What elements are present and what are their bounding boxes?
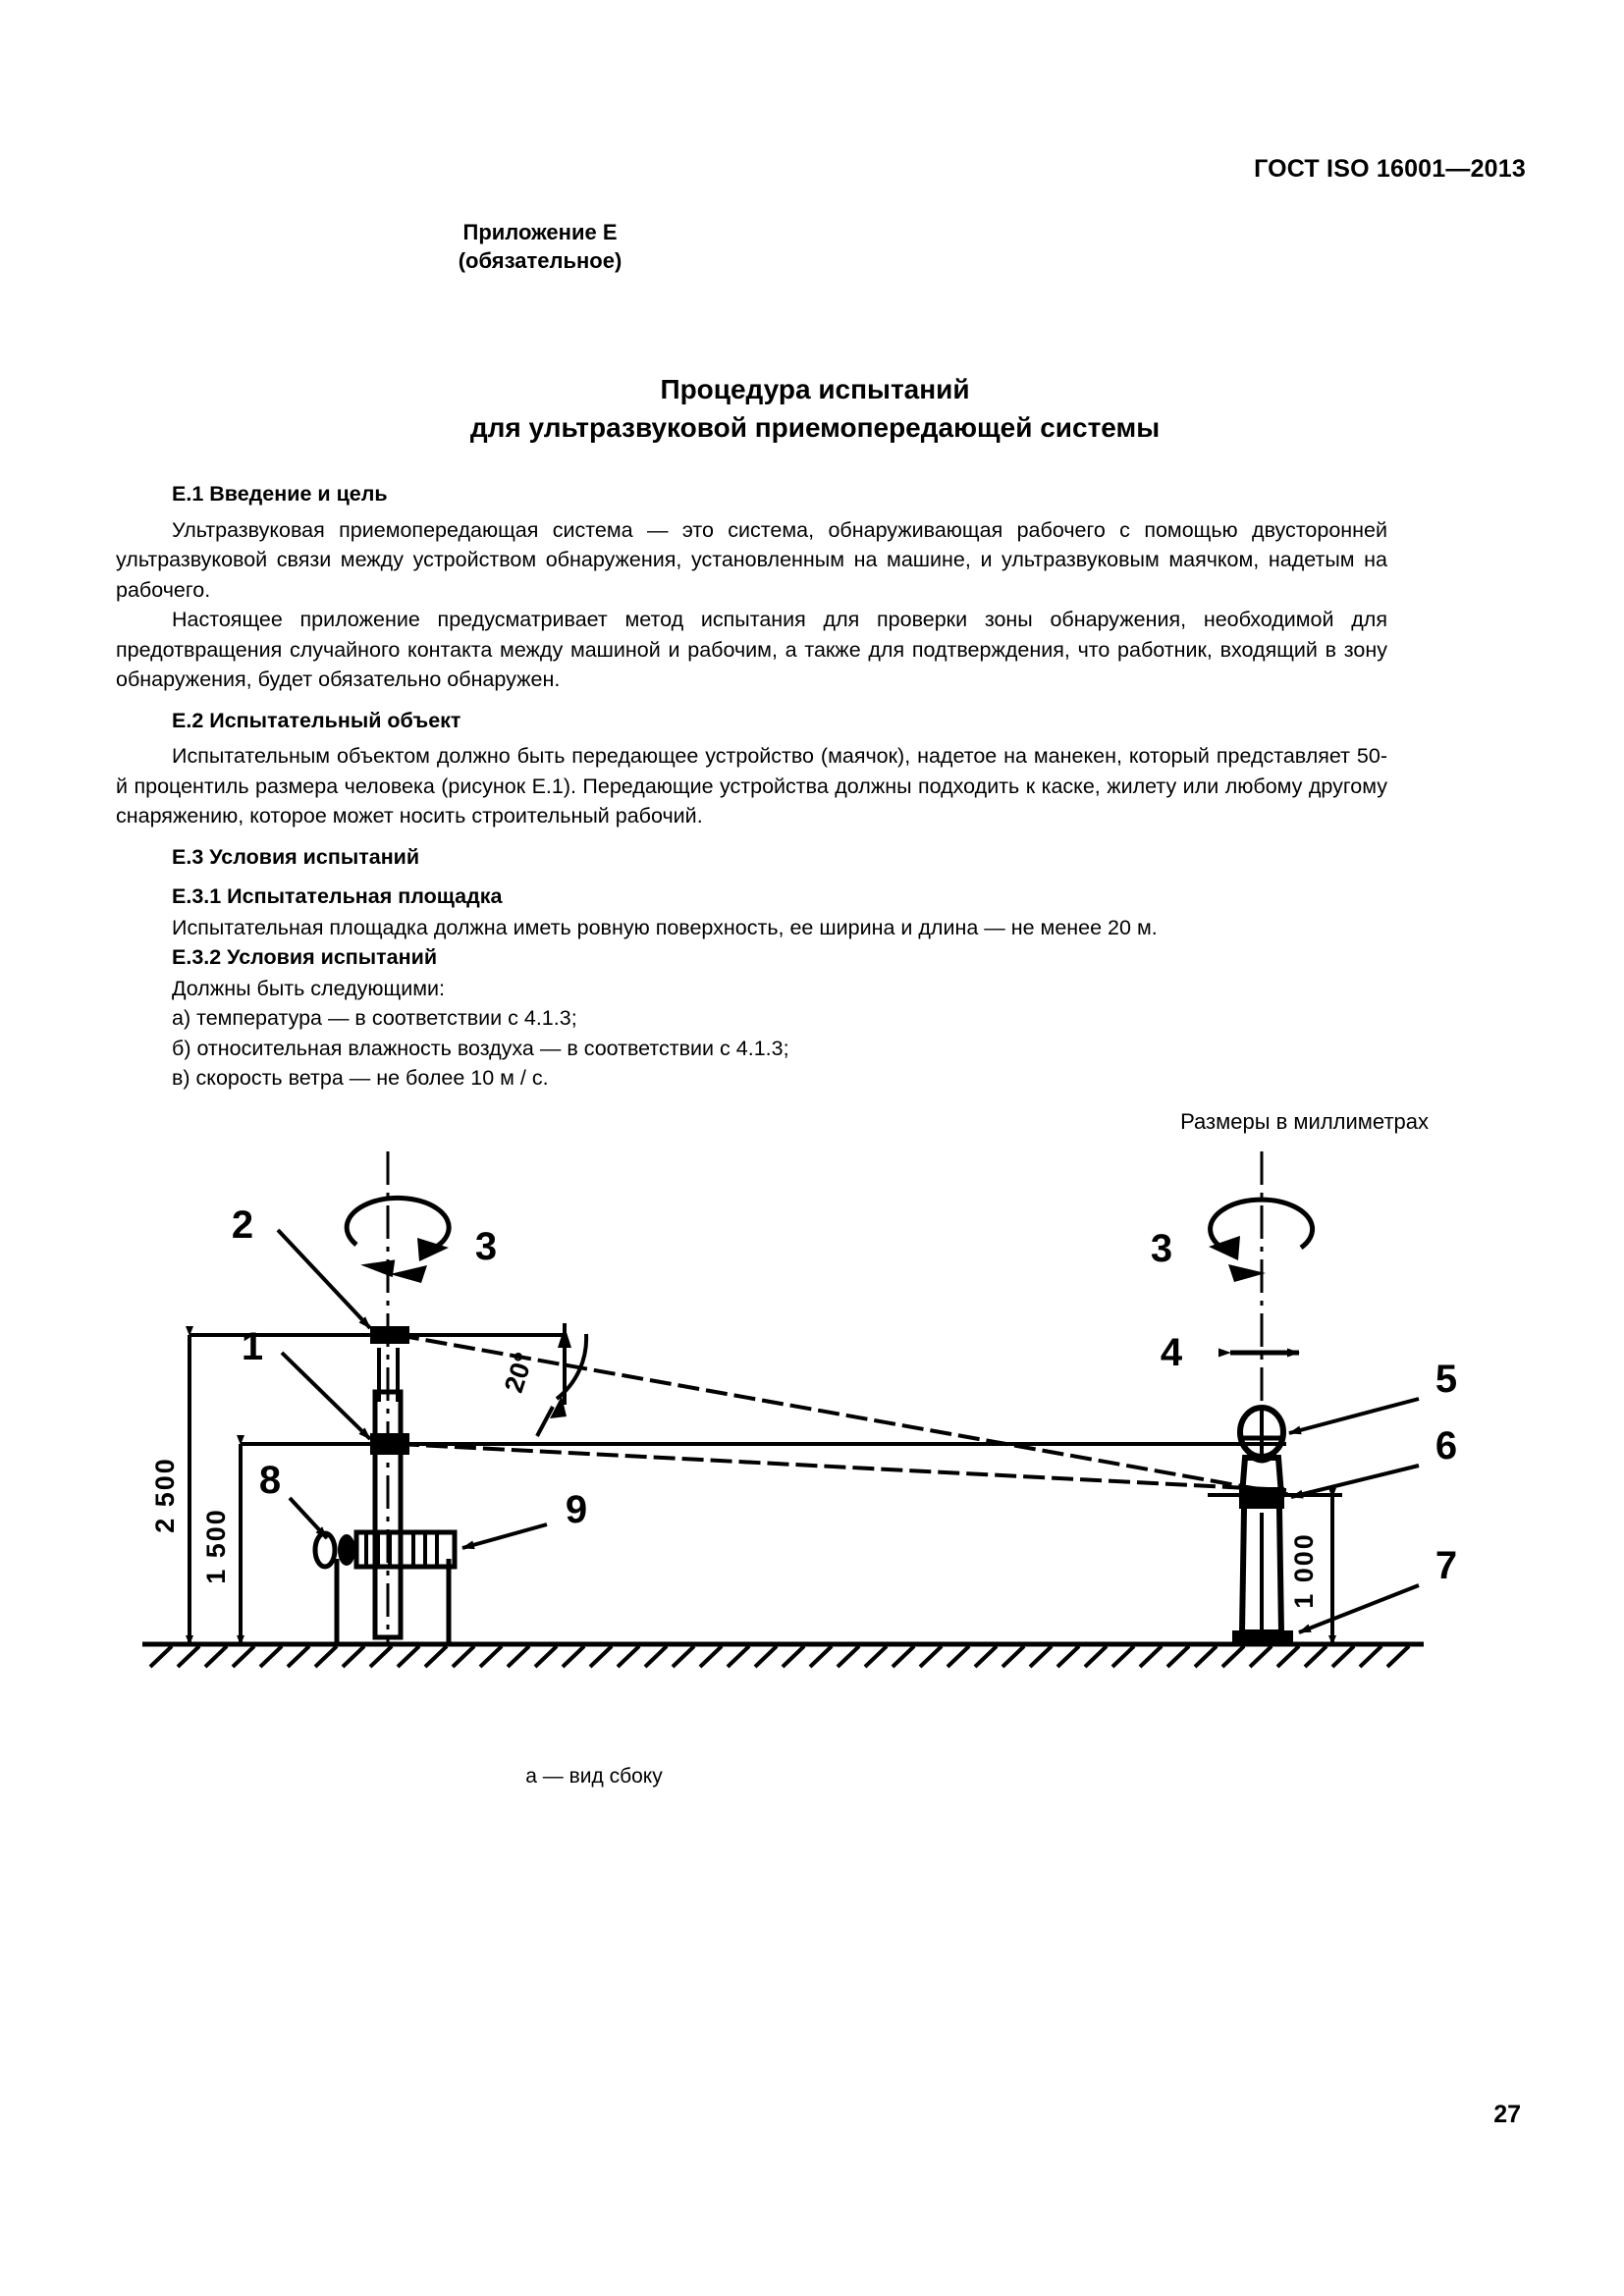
leader-1 bbox=[280, 1351, 372, 1441]
callout-3-left: 3 bbox=[475, 1225, 497, 1268]
figure-caption: а — вид сбоку bbox=[525, 1765, 663, 1788]
callout-8: 8 bbox=[259, 1459, 281, 1502]
section-e2-paragraph-1: Испытательным объектом должно быть перед… bbox=[116, 744, 1387, 828]
section-e32-item-v: в) скорость ветра — не более 10 м / с. bbox=[172, 1066, 549, 1091]
callout-6: 6 bbox=[1435, 1424, 1457, 1468]
section-e1-paragraph-1: Ультразвуковая приемопередающая система … bbox=[116, 517, 1387, 602]
rotation-symbol-right bbox=[1208, 1197, 1316, 1282]
leader-9 bbox=[461, 1522, 548, 1550]
section-heading-e1: Е.1 Введение и цель bbox=[172, 482, 388, 506]
dimension-label-1000: 1 000 bbox=[1289, 1532, 1319, 1609]
leader-6 bbox=[1290, 1464, 1420, 1499]
callout-5: 5 bbox=[1435, 1358, 1457, 1401]
callout-7: 7 bbox=[1435, 1544, 1457, 1587]
section-e31-text: Испытательная площадка должна иметь ровн… bbox=[172, 915, 1158, 939]
callout-1: 1 bbox=[242, 1325, 263, 1368]
page-title-line-2: для ультразвуковой приемопередающей сист… bbox=[469, 411, 1161, 443]
figure-e1: Размеры в миллиметрах bbox=[103, 1088, 1478, 1834]
leader-8 bbox=[288, 1496, 329, 1540]
rotation-symbol-left bbox=[344, 1195, 452, 1283]
dimension-2500: 2 500 bbox=[150, 1326, 193, 1645]
ground-line bbox=[142, 1641, 1424, 1669]
leader-2 bbox=[276, 1228, 372, 1330]
section-e32-item-a: а) температура — в соответствии с 4.1.3; bbox=[172, 1006, 577, 1031]
page-title: Процедура испытаний для ультразвуковой п… bbox=[162, 371, 1468, 447]
beam-edge-upper bbox=[397, 1333, 1292, 1497]
mast-assembly bbox=[312, 1151, 458, 1647]
page-number: 27 bbox=[1493, 2101, 1521, 2128]
dimension-label-angle: 20° bbox=[499, 1349, 539, 1396]
section-heading-e3: Е.3 Условия испытаний bbox=[172, 844, 420, 869]
mast-tube bbox=[372, 1389, 404, 1640]
callout-2: 2 bbox=[232, 1203, 253, 1247]
figure-e1-drawing: 2 500 1 500 1 000 20° bbox=[142, 1151, 1457, 1669]
annex-status: (обязательное) bbox=[458, 248, 623, 274]
callout-4: 4 bbox=[1161, 1331, 1183, 1374]
spacer bbox=[116, 831, 1387, 842]
mannequin-figure bbox=[1232, 1151, 1293, 1646]
document-header-standard-id: ГОСТ ISO 16001—2013 bbox=[1254, 155, 1526, 183]
annex-heading-block: Приложение Е (обязательное) bbox=[0, 218, 1080, 276]
figure-units-note: Размеры в миллиметрах bbox=[1180, 1109, 1429, 1134]
callout-9: 9 bbox=[566, 1488, 587, 1531]
section-heading-e32: Е.3.2 Условия испытаний bbox=[172, 945, 438, 970]
section-e32-intro: Должны быть следующими: bbox=[172, 976, 445, 1000]
callout-numbers: 2 1 8 9 3 3 4 5 6 7 bbox=[232, 1203, 1457, 1587]
section-heading-e31: Е.3.1 Испытательная площадка bbox=[172, 884, 503, 909]
section-e32-item-b: б) относительная влажность воздуха — в с… bbox=[172, 1036, 789, 1060]
page-title-line-1: Процедура испытаний bbox=[660, 374, 970, 404]
section-heading-e2: Е.2 Испытательный объект bbox=[172, 708, 461, 732]
dimension-1500: 1 500 bbox=[201, 1435, 244, 1645]
mast-base bbox=[334, 1559, 452, 1647]
clamp-collar bbox=[353, 1529, 458, 1570]
callout-leaders bbox=[276, 1228, 1420, 1634]
detection-beam bbox=[189, 1323, 1292, 1497]
beam-edge-lower bbox=[397, 1442, 1287, 1492]
dimension-label-1500: 1 500 bbox=[201, 1508, 231, 1584]
spacer bbox=[116, 695, 1387, 706]
annex-title: Приложение Е bbox=[462, 220, 618, 244]
dimension-label-2500: 2 500 bbox=[150, 1457, 180, 1533]
document-body: Е.1 Введение и цель Ультразвуковая прием… bbox=[116, 479, 1387, 1094]
angle-arc bbox=[555, 1333, 589, 1401]
section-e1-paragraph-2: Настоящее приложение предусматривает мет… bbox=[116, 608, 1387, 692]
foot-base bbox=[1232, 1630, 1293, 1646]
callout-3-right: 3 bbox=[1151, 1227, 1172, 1270]
leader-7 bbox=[1298, 1583, 1420, 1634]
leader-5 bbox=[1288, 1397, 1420, 1435]
adjust-knob-inner bbox=[338, 1534, 355, 1566]
beacon-belt bbox=[1239, 1487, 1284, 1509]
